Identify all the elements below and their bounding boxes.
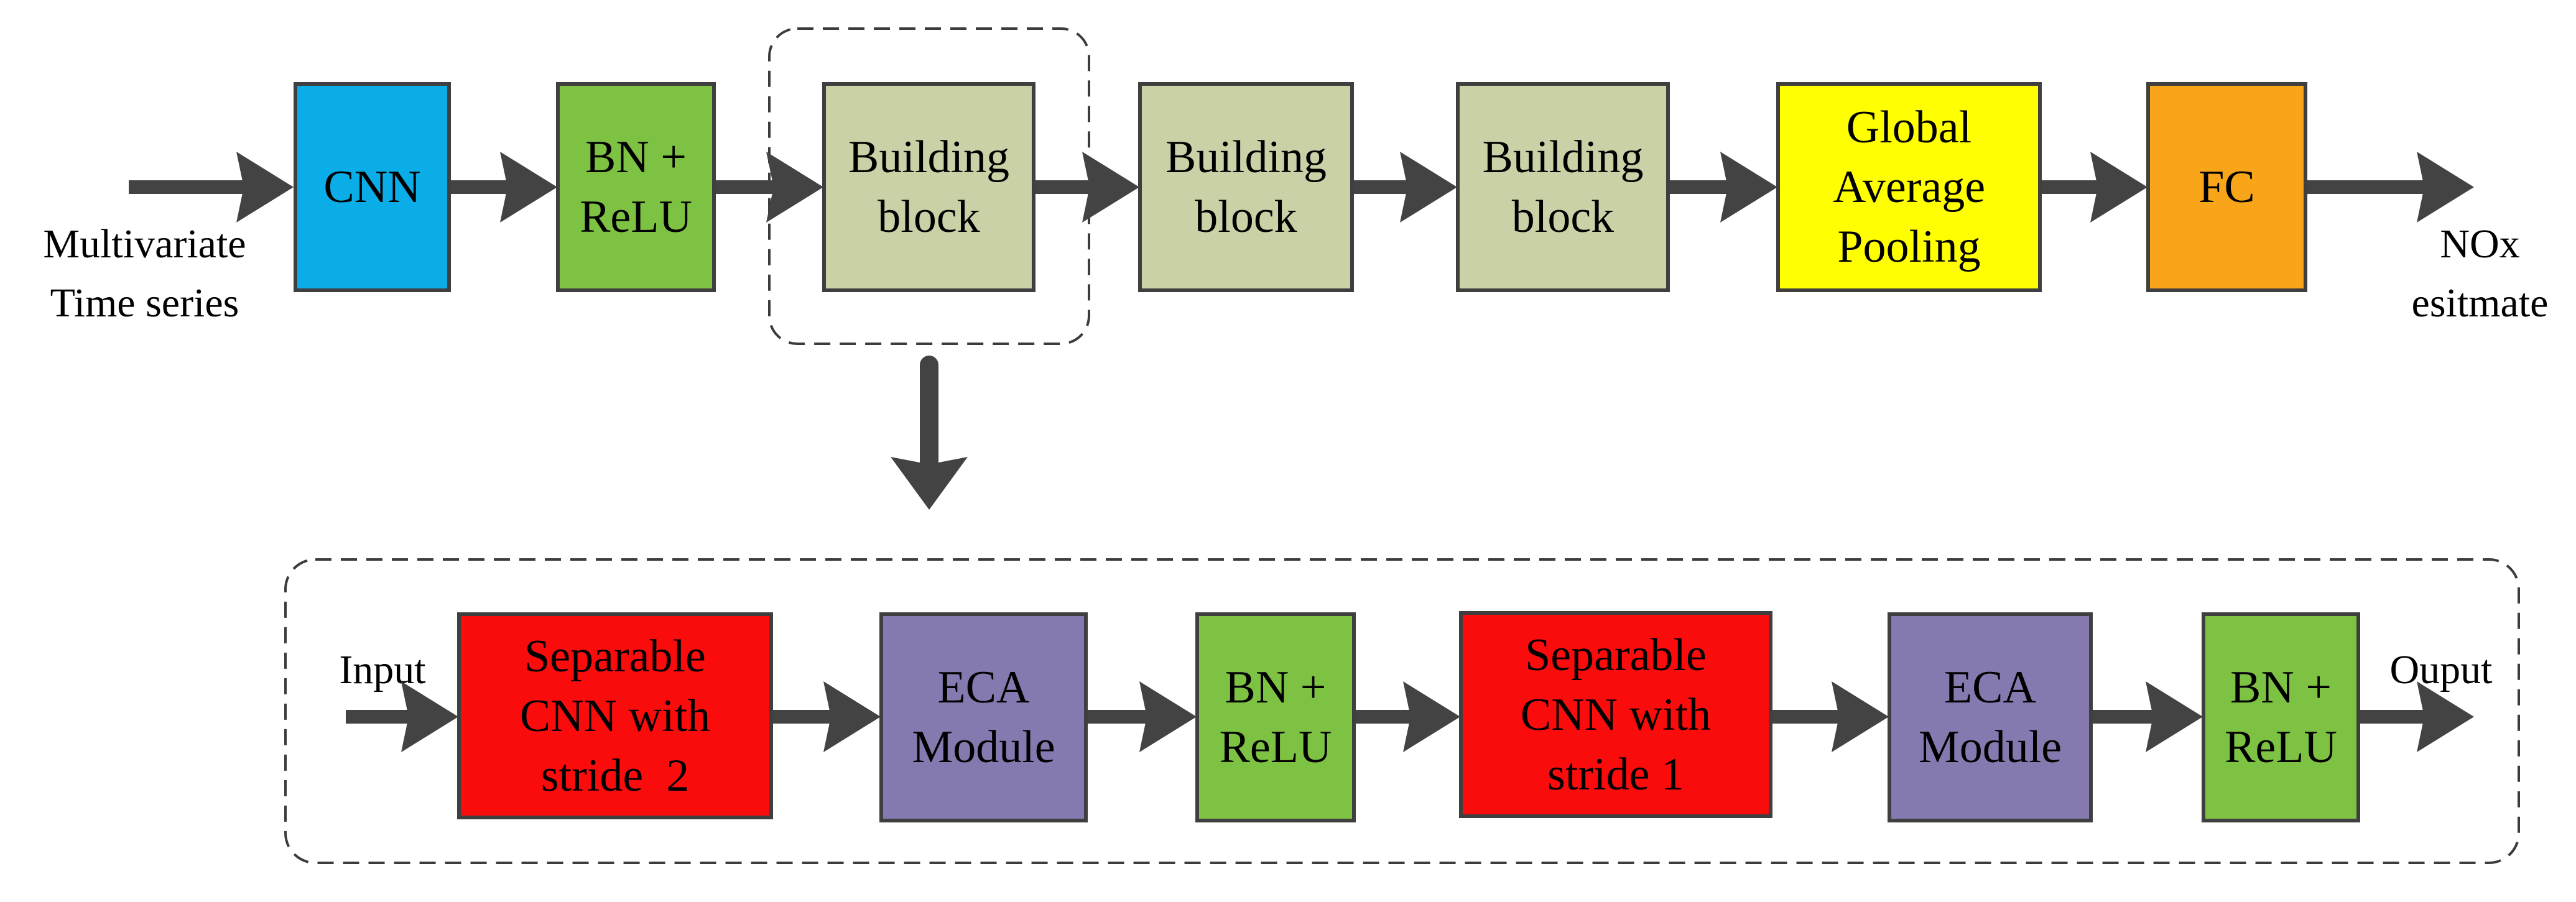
detail-input-label: Input [339,647,426,693]
node-separable-cnn-stride-2: Separable CNN with stride 2 [457,612,773,819]
node-building-block-3: Building block [1456,82,1670,292]
flow-arrow [716,152,823,223]
flow-arrow [1356,681,1460,752]
top-output-label: NOx esitmate [2411,221,2549,326]
flow-arrow [2042,152,2147,223]
flow-arrow [451,152,557,223]
detail-output-label: Ouput [2389,647,2493,693]
node-global-average-pooling: Global Average Pooling [1776,82,2042,292]
node-eca-module-2: ECA Module [1888,612,2093,822]
node-eca-module-1: ECA Module [879,612,1088,822]
node-bn-relu-2: BN + ReLU [2202,612,2360,822]
node-building-block-1: Building block [822,82,1035,292]
node-separable-cnn-stride-1: Separable CNN with stride 1 [1459,611,1772,818]
node-cnn: CNN [294,82,451,292]
flow-arrow [773,681,881,752]
expand-arrow [886,351,973,513]
flow-arrow [1772,681,1889,752]
flow-arrow [2307,152,2474,223]
flow-arrow [1354,152,1457,223]
flow-arrow [129,152,294,223]
flow-arrow [1670,152,1777,223]
flow-arrow [1088,681,1197,752]
top-input-label: Multivariate Time series [43,221,246,326]
flow-arrow [1035,152,1139,223]
node-bn-relu: BN + ReLU [556,82,716,292]
flow-arrow [2360,681,2474,752]
node-fc: FC [2146,82,2307,292]
building-block-detail-container [284,558,2520,864]
flow-arrow [346,681,458,752]
node-bn-relu-1: BN + ReLU [1195,612,1356,822]
node-building-block-2: Building block [1138,82,1354,292]
flow-arrow [2093,681,2203,752]
